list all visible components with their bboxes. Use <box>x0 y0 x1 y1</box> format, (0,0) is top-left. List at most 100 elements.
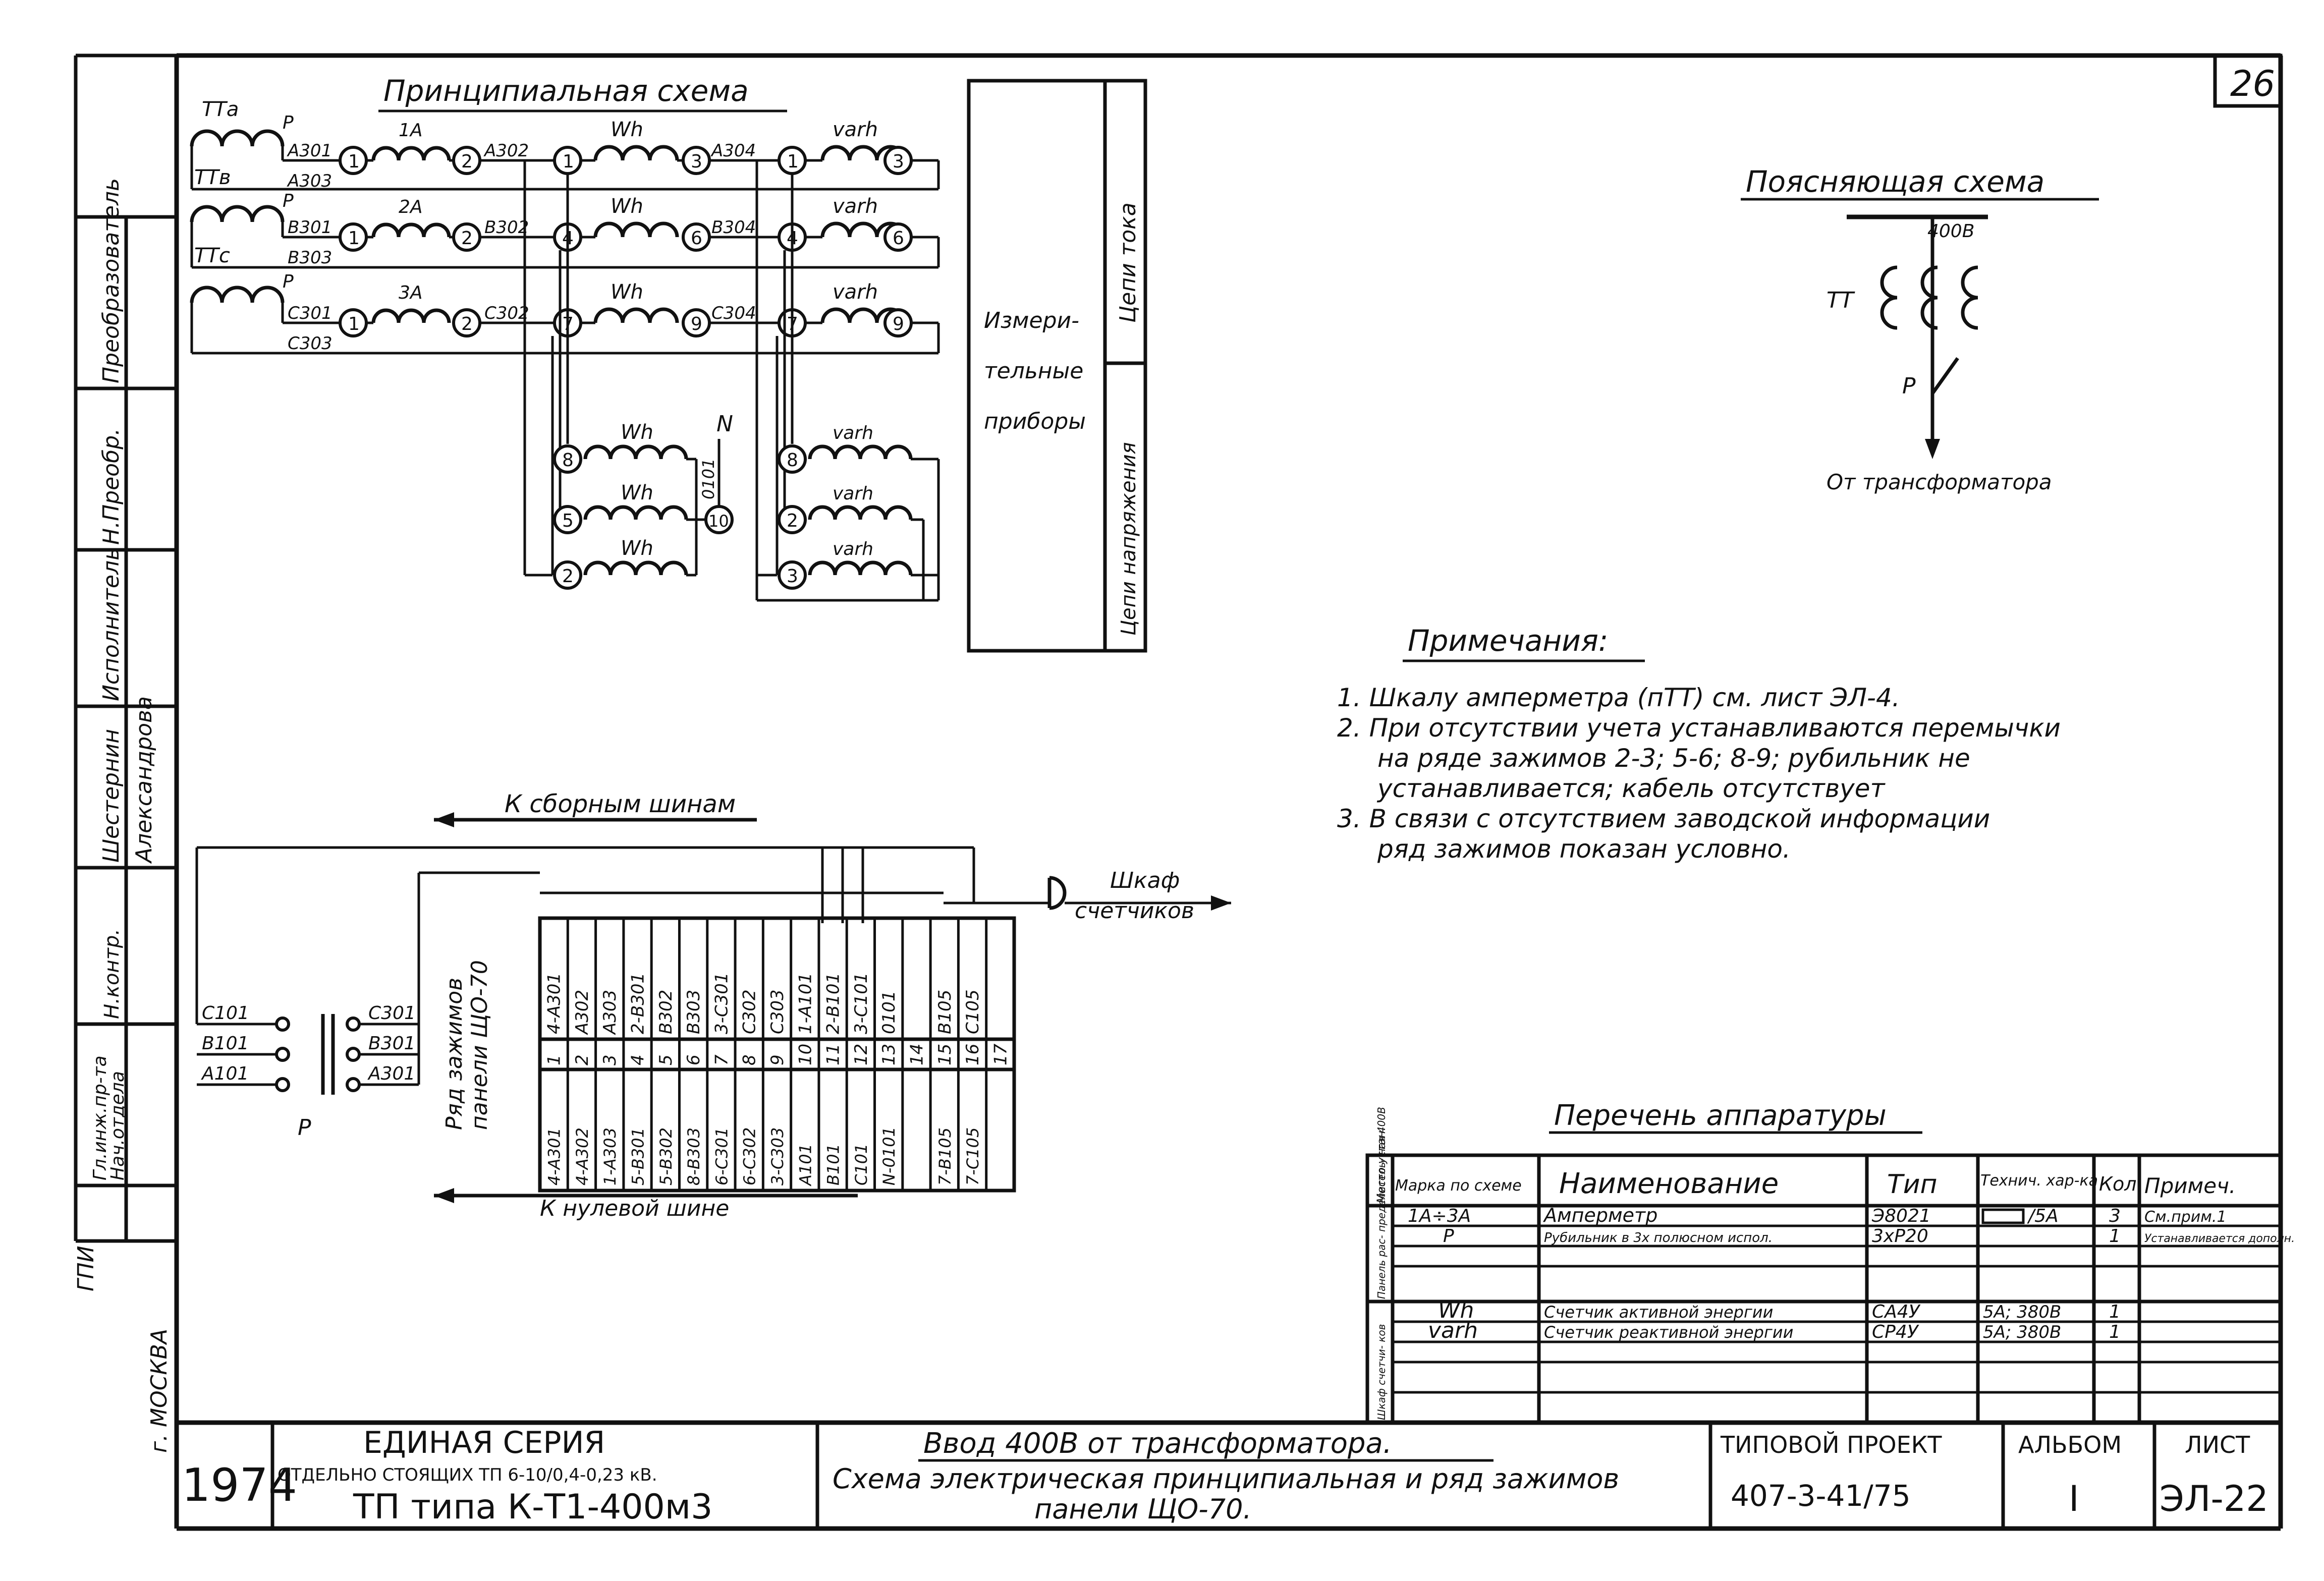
wire-b301: В301 <box>288 217 332 238</box>
stamp-role-1: Преобразователь <box>98 178 124 383</box>
wire-a304: А304 <box>710 141 756 161</box>
r4-mark: varh <box>1428 1318 1478 1343</box>
varh-v2: varh <box>833 483 873 504</box>
sw-left-1: С101 <box>202 1003 249 1024</box>
to-neutral: К нулевой шине <box>540 1196 729 1221</box>
terminal-number: 15 <box>935 1044 955 1065</box>
note-line-3: на ряде зажимов 2-3; 5-6; 8-9; рубильник… <box>1377 744 1970 773</box>
terminal-top-cell: 0101 <box>879 990 899 1034</box>
terminal-bottom-cell: 4-А301 <box>545 1127 564 1185</box>
node-2e: 2 <box>787 511 798 531</box>
tt-b-label: ТТв <box>194 166 231 189</box>
terminal-top-cell: 4-А301 <box>544 973 565 1034</box>
hdr-name: Наименование <box>1559 1167 1779 1200</box>
hdr-mark: Марка по схеме <box>1395 1177 1522 1195</box>
wh-v3: Wh <box>621 537 653 560</box>
node-6b: 6 <box>893 228 904 249</box>
tt-a-label: ТТа <box>202 98 239 121</box>
terminal-top-cell: 3-С301 <box>711 972 732 1034</box>
node-3a: 3 <box>691 151 702 172</box>
to-busbars: К сборным шинам <box>505 790 736 818</box>
r1-qty: 3 <box>2109 1206 2121 1226</box>
sheet-label: ЛИСТ <box>2185 1431 2250 1458</box>
sheet-number-box: 26 <box>2213 53 2283 108</box>
phase-row-b: Р В301 В303 1 2А 2 В302 4 Wh 6 В304 4 <box>190 191 940 269</box>
terminal-top-cell: В303 <box>684 990 704 1034</box>
wh-b: Wh <box>611 195 643 218</box>
hdr-place: Место устан. <box>1375 1127 1388 1203</box>
varh-v1: varh <box>833 423 873 443</box>
sheet-frame <box>74 53 2283 1531</box>
cabinet-1: Шкаф <box>1110 868 1180 893</box>
varh-v3: varh <box>833 539 873 559</box>
row-label-1: Ряд зажимов <box>441 978 467 1130</box>
node-9b: 9 <box>893 314 904 334</box>
node-1c: 1 <box>787 151 799 172</box>
notes: Примечания: 1. Шкалу амперметра (пТТ) см… <box>1337 624 2061 864</box>
note-line-2: 2. При отсутствии учета устанавливаются … <box>1337 713 2061 743</box>
sw-right-3: А301 <box>367 1063 415 1084</box>
node-1d: 1 <box>348 228 360 249</box>
r2-mark: Р <box>1443 1226 1454 1247</box>
project-label: ТИПОВОЙ ПРОЕКТ <box>1720 1431 1942 1458</box>
phase-row-a: Р А301 А303 1 1А 2 А302 1 Wh 3 А304 <box>190 112 940 191</box>
terminal-top-cell: С105 <box>963 989 983 1034</box>
row-label-2: панели ЩО-70 <box>467 960 492 1130</box>
stamp-role-6: Н.контр. <box>100 929 124 1019</box>
stamp-role-4: Шестернин <box>98 729 124 863</box>
node-10: 10 <box>708 512 729 531</box>
hdr-qty: Кол. <box>2099 1173 2143 1195</box>
series-sub: ОТДЕЛЬНО СТОЯЩИХ ТП 6-10/0,4-0,23 кВ. <box>278 1465 657 1485</box>
sheet-number: 26 <box>2230 63 2275 104</box>
explain-title: Поясняющая схема <box>1746 164 2044 199</box>
r3-qty: 1 <box>2109 1302 2121 1322</box>
sw-left-2: В101 <box>202 1033 249 1054</box>
terminal-top-cell: 2-В101 <box>823 973 844 1034</box>
p-label: Р <box>1902 373 1916 399</box>
wire-a303: А303 <box>287 171 332 191</box>
r1-type: Э8021 <box>1871 1206 1931 1226</box>
terminal-number: 14 <box>907 1044 927 1065</box>
drawing-title-3: панели ЩО-70. <box>1034 1493 1252 1525</box>
stamp-role-2: Н.Преобр. <box>98 428 124 545</box>
r2-name: Рубильник в 3х полюсном испол. <box>1544 1230 1773 1246</box>
terminal-number: 4 <box>628 1054 648 1065</box>
wh-a: Wh <box>611 118 643 141</box>
stamp-role-7: Гл.инж.пр-та <box>90 1055 110 1180</box>
terminal-bottom-cell: 1-А303 <box>600 1127 620 1185</box>
group-2: Шкаф счетчи- ков <box>1375 1324 1388 1420</box>
node-3c: 3 <box>787 566 798 587</box>
current-circ-label: Цепи тока <box>1115 202 1141 323</box>
r3-tech: 5А; 380В <box>1983 1302 2061 1322</box>
terminal-bottom-cell: 4-А302 <box>573 1127 592 1185</box>
ammeter-1a: 1А <box>399 120 423 141</box>
title-block: 1974 ЕДИНАЯ СЕРИЯ ОТДЕЛЬНО СТОЯЩИХ ТП 6-… <box>177 1420 2281 1529</box>
sw-left-3: А101 <box>201 1063 249 1084</box>
terminal-number: 8 <box>740 1054 760 1065</box>
terminal-number: 17 <box>990 1043 1011 1065</box>
r4-type: СР4У <box>1872 1322 1919 1342</box>
node-2d: 2 <box>562 566 574 587</box>
p-mark-b: Р <box>283 191 294 211</box>
node-1a: 1 <box>348 151 360 172</box>
hdr-tech: Технич. хар-ка <box>1980 1172 2098 1190</box>
voltage-circ-label: Цепи напряжения <box>1117 442 1140 636</box>
wire-b303: В303 <box>288 248 332 268</box>
series-title: ЕДИНАЯ СЕРИЯ <box>363 1425 605 1460</box>
tp-type: ТП типа К-Т1-400м3 <box>353 1487 712 1527</box>
r1-tech: /5А <box>2027 1206 2059 1226</box>
terminal-bottom-cell: 8-В303 <box>684 1127 703 1185</box>
principal-scheme: Принципиальная схема ТТа ТТв ТТс Р А301 … <box>190 74 1147 653</box>
r2-type: 3хР20 <box>1872 1226 1928 1247</box>
r4-name: Счетчик реактивной энергии <box>1544 1323 1793 1342</box>
varh-a: varh <box>833 118 878 141</box>
node-1b: 1 <box>563 151 574 172</box>
note-line-4: устанавливается; кабель отсутствует <box>1376 774 1886 803</box>
terminal-top-cell: А303 <box>600 990 620 1035</box>
terminal-number: 3 <box>600 1054 620 1065</box>
drawing-title-2: Схема электрическая принципиальная и ряд… <box>833 1463 1619 1495</box>
r2-qty: 1 <box>2109 1226 2121 1247</box>
terminal-top-cell: 1-А101 <box>795 973 815 1034</box>
cabinet-2: счетчиков <box>1075 898 1194 924</box>
